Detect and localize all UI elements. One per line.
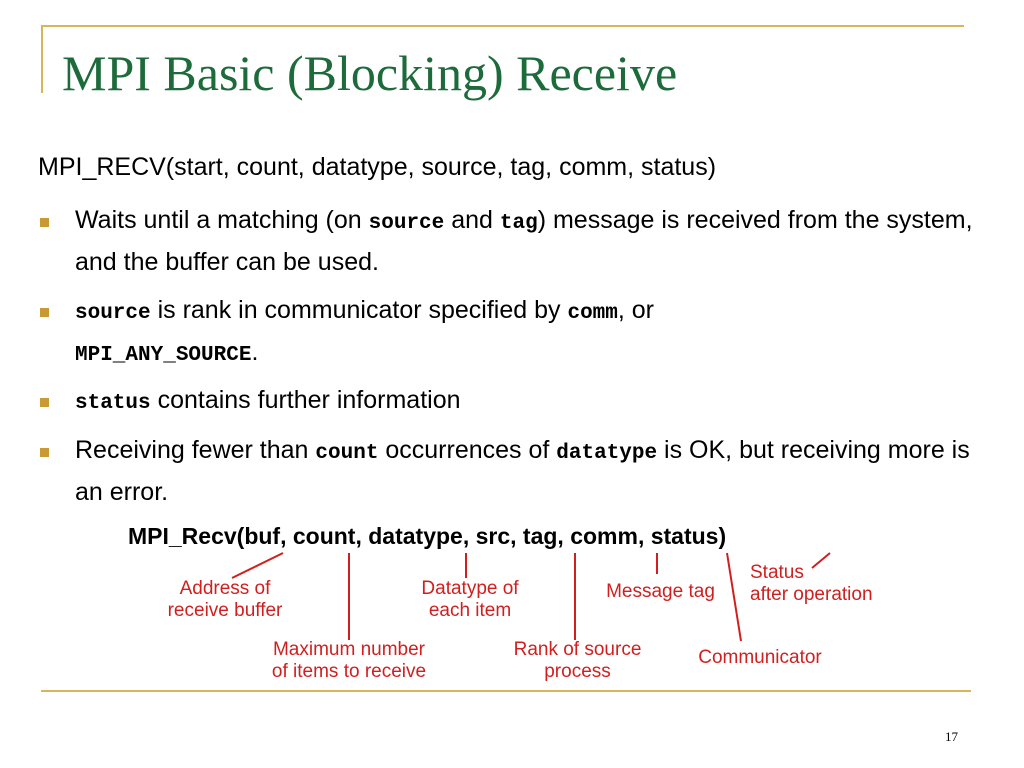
bullet-2: source is rank in communicator specified… [75, 296, 655, 367]
code-tag: tag [499, 212, 538, 235]
annotation-tag: Message tag [606, 581, 715, 602]
code-datatype: datatype [556, 442, 658, 465]
annotation-src: Rank of source process [513, 639, 642, 682]
slide-title: MPI Basic (Blocking) Receive [62, 45, 678, 101]
page-number: 17 [945, 729, 958, 744]
annotation-comm: Communicator [698, 647, 822, 668]
code-source: source [368, 212, 445, 235]
bullet-square-icon [40, 398, 49, 407]
code-status: status [75, 392, 151, 415]
leader-buf [231, 552, 284, 579]
annotation-status: Status after operation [750, 562, 873, 605]
code-comm: comm [567, 302, 618, 325]
code-count: count [315, 442, 379, 465]
annotation-count: Maximum number of items to receive [271, 639, 427, 682]
bullet-3: status contains further information [75, 386, 461, 415]
annotation-datatype: Datatype of each item [421, 578, 519, 621]
leader-comm [726, 552, 742, 642]
annotation-buf: Address of receive buffer [167, 578, 283, 621]
bullet-square-icon [40, 308, 49, 317]
recv-call-signature: MPI_Recv(buf, count, datatype, src, tag,… [128, 523, 727, 549]
bullet-4: Receiving fewer than count occurrences o… [75, 436, 970, 506]
frame-top-rule [41, 25, 964, 27]
leader-status [811, 552, 831, 569]
function-signature: MPI_RECV(start, count, datatype, source,… [38, 153, 717, 181]
bullet-square-icon [40, 218, 49, 227]
code-mpi-any-source: MPI_ANY_SOURCE [75, 344, 252, 367]
frame-left-rule [41, 25, 43, 93]
bullet-1: Waits until a matching (on source and ta… [75, 206, 973, 276]
bullet-square-icon [40, 448, 49, 457]
frame-bottom-rule [41, 690, 971, 692]
code-source: source [75, 302, 151, 325]
